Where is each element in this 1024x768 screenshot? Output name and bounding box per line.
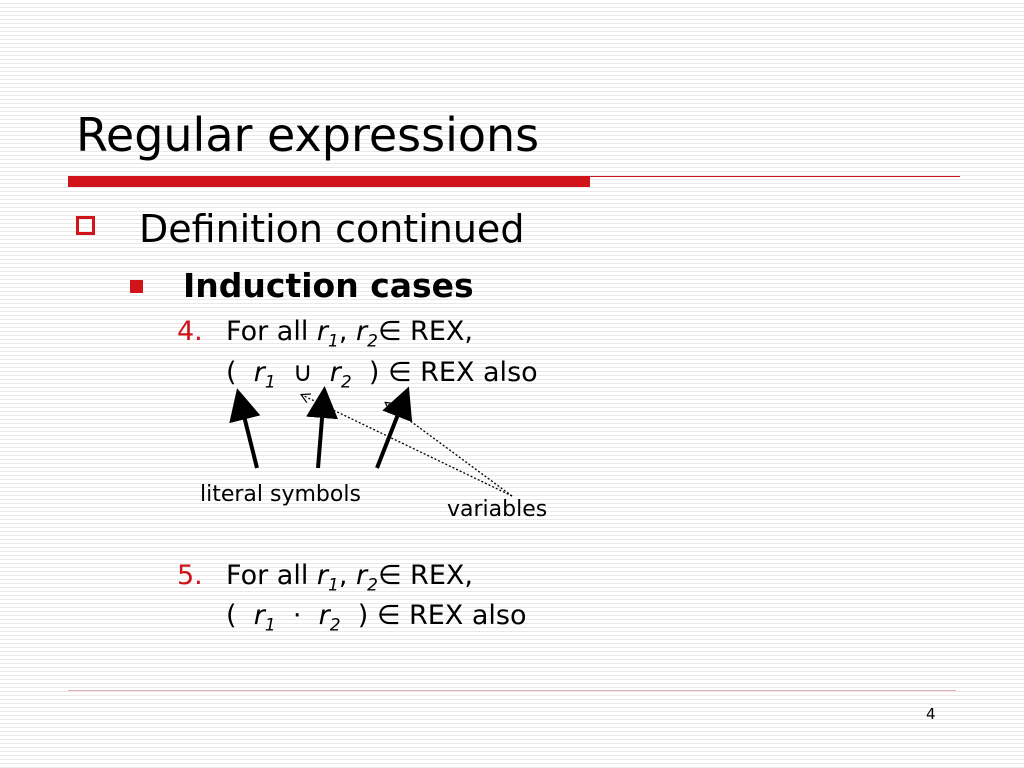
case-4-suffix: ∈ REX,: [377, 316, 473, 347]
bullet-definition: Definition continued: [139, 207, 525, 251]
title-rule-thin: [590, 176, 960, 177]
case-5-sep: ,: [338, 560, 357, 591]
case-5-line-2: ( r1 · r2 ) ∈ REX also: [226, 598, 526, 643]
case-4-var-r1: r: [316, 316, 329, 347]
case-4-expr-sub-2: 2: [340, 372, 352, 393]
case-number-4: 4.: [177, 316, 203, 347]
case-4-var-r2: r: [356, 316, 368, 347]
union-operator: ∪: [292, 357, 313, 388]
case-4-expr-r1: r: [253, 357, 265, 388]
case-5-expr-sub-2: 2: [329, 615, 341, 636]
case-4-expr-sub-1: 1: [264, 372, 276, 393]
case-5-sub-2: 2: [367, 575, 378, 596]
dotted-arrow-r1: [302, 395, 513, 497]
case-4-sub-2: 2: [367, 331, 378, 352]
case-5-suffix: ∈ REX,: [377, 560, 473, 591]
page-number: 4: [926, 705, 936, 723]
case-4-open-paren: (: [226, 357, 237, 388]
sub-bullet-induction: Induction cases: [183, 266, 474, 305]
arrow-union: [306, 386, 339, 469]
title-rule-thick: [68, 176, 590, 187]
case-5-var-r2: r: [356, 560, 368, 591]
concat-operator: ·: [292, 600, 302, 631]
case-5-prefix: For all: [226, 560, 317, 591]
dotted-arrow-r2: [386, 403, 513, 497]
case-number-5: 5.: [177, 560, 203, 591]
label-variables: variables: [447, 497, 548, 522]
filled-square-bullet-icon: [130, 280, 143, 293]
case-5-expr-r1: r: [253, 600, 265, 631]
case-5-sub-1: 1: [328, 575, 339, 596]
slide-title: Regular expressions: [76, 108, 540, 162]
case-4-line-2: ( r1 ∪ r2 ) ∈ REX also: [226, 355, 538, 400]
arrow-close-paren: [375, 386, 413, 469]
arrow-open-paren: [229, 388, 261, 469]
case-5-expr-sub-1: 1: [264, 615, 276, 636]
case-5-rex-also: ∈ REX also: [376, 600, 527, 631]
case-4-expr-r2: r: [329, 357, 341, 388]
case-4-sep: ,: [338, 316, 357, 347]
case-5-line-1: For all r1, r2∈ REX,: [226, 558, 473, 603]
case-5-close-paren: ): [357, 600, 369, 631]
case-5-expr-r2: r: [318, 600, 330, 631]
case-4-sub-1: 1: [328, 331, 339, 352]
footer-rule: [68, 690, 956, 691]
case-4-line-1: For all r1, r2∈ REX,: [226, 314, 473, 359]
case-4-close-paren: ): [368, 357, 380, 388]
case-5-open-paren: (: [226, 600, 237, 631]
hollow-square-bullet-icon: [76, 216, 95, 235]
label-literal-symbols: literal symbols: [200, 482, 361, 507]
case-4-prefix: For all: [226, 316, 317, 347]
case-5-var-r1: r: [316, 560, 329, 591]
case-4-rex-also: ∈ REX also: [388, 357, 538, 388]
